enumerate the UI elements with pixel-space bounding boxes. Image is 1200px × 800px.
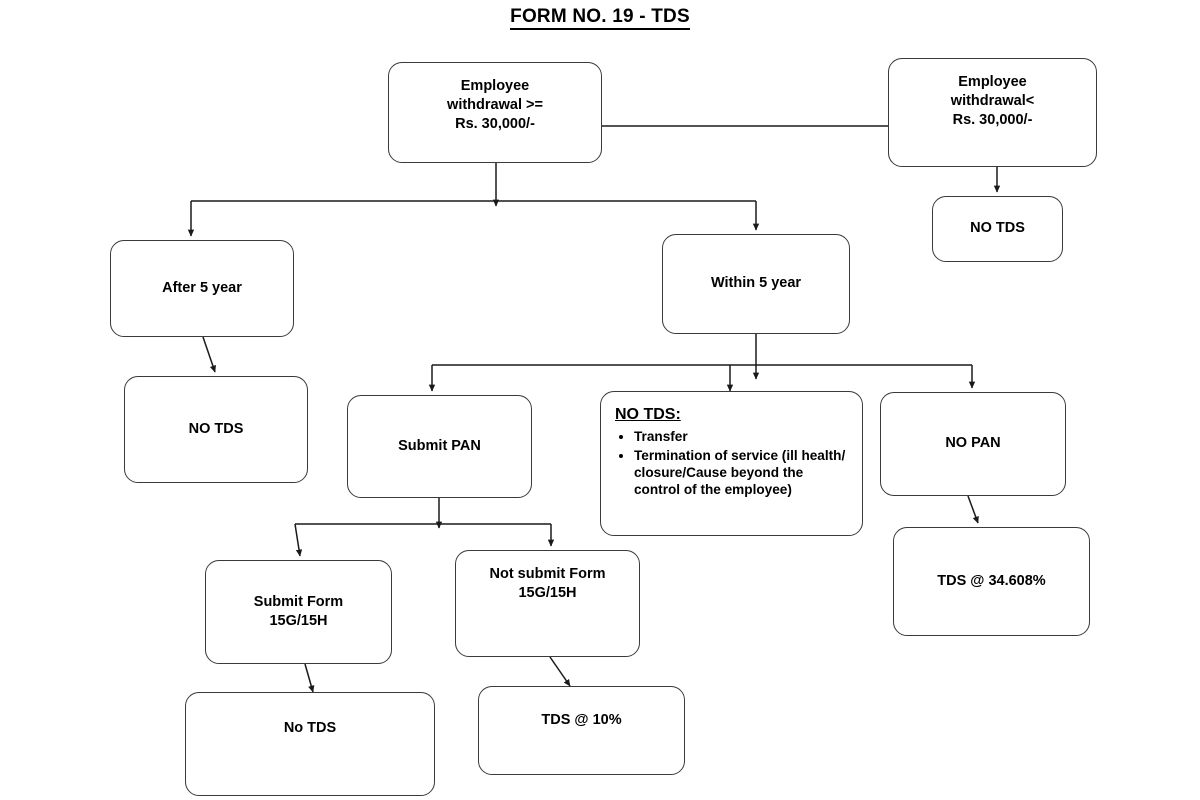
node-label: Not submit Form 15G/15H <box>489 566 606 602</box>
node-label: Submit Form 15G/15H <box>253 593 344 629</box>
node-label: Within 5 year <box>710 275 802 292</box>
node-label: TDS @ 34.608% <box>937 572 1046 589</box>
node-label: NO PAN <box>945 435 1001 452</box>
page-title-text: FORM NO. 19 - TDS <box>510 6 690 30</box>
node-label: TDS @ 10% <box>541 712 622 728</box>
node-no-tds-left[interactable]: NO TDS <box>124 376 308 483</box>
node-not-submit-form[interactable]: Not submit Form 15G/15H <box>455 550 640 657</box>
node-label: Employee withdrawal< Rs. 30,000/- <box>950 74 1035 129</box>
node-submit-pan[interactable]: Submit PAN <box>347 395 532 498</box>
node-tds-10[interactable]: TDS @ 10% <box>478 686 685 775</box>
no-tds-list-items: Transfer Termination of service (ill hea… <box>615 428 848 499</box>
edge-after5-to-notds <box>202 336 216 373</box>
node-label: After 5 year <box>162 279 242 296</box>
node-label: No TDS <box>283 720 337 736</box>
node-within-5-year[interactable]: Within 5 year <box>662 234 850 334</box>
node-withdrawal-ge[interactable]: Employee withdrawal >= Rs. 30,000/- <box>388 62 602 163</box>
no-tds-list-heading: NO TDS: <box>615 406 681 423</box>
node-submit-form[interactable]: Submit Form 15G/15H <box>205 560 392 664</box>
node-no-pan[interactable]: NO PAN <box>880 392 1066 496</box>
edge-nopan-to-tds34 <box>967 495 979 524</box>
edge-notsubmitform-to-tds10 <box>549 656 571 687</box>
node-label: NO TDS <box>188 420 244 437</box>
edge-bus-to-submitform <box>294 523 303 557</box>
node-no-tds-bottom[interactable]: No TDS <box>185 692 435 796</box>
node-label: Submit PAN <box>398 437 481 454</box>
edge-submitform-to-notds <box>304 663 315 693</box>
list-item: Transfer <box>634 428 848 445</box>
node-withdrawal-lt[interactable]: Employee withdrawal< Rs. 30,000/- <box>888 58 1097 167</box>
list-item: Termination of service (ill health/ clos… <box>634 447 848 499</box>
node-after-5-year[interactable]: After 5 year <box>110 240 294 337</box>
node-tds-34608[interactable]: TDS @ 34.608% <box>893 527 1090 636</box>
node-label: NO TDS <box>970 220 1025 237</box>
page-title: FORM NO. 19 - TDS <box>0 6 1200 30</box>
node-label: Employee withdrawal >= Rs. 30,000/- <box>447 78 543 133</box>
node-no-tds-list[interactable]: NO TDS: Transfer Termination of service … <box>600 391 863 536</box>
node-no-tds-right[interactable]: NO TDS <box>932 196 1063 262</box>
